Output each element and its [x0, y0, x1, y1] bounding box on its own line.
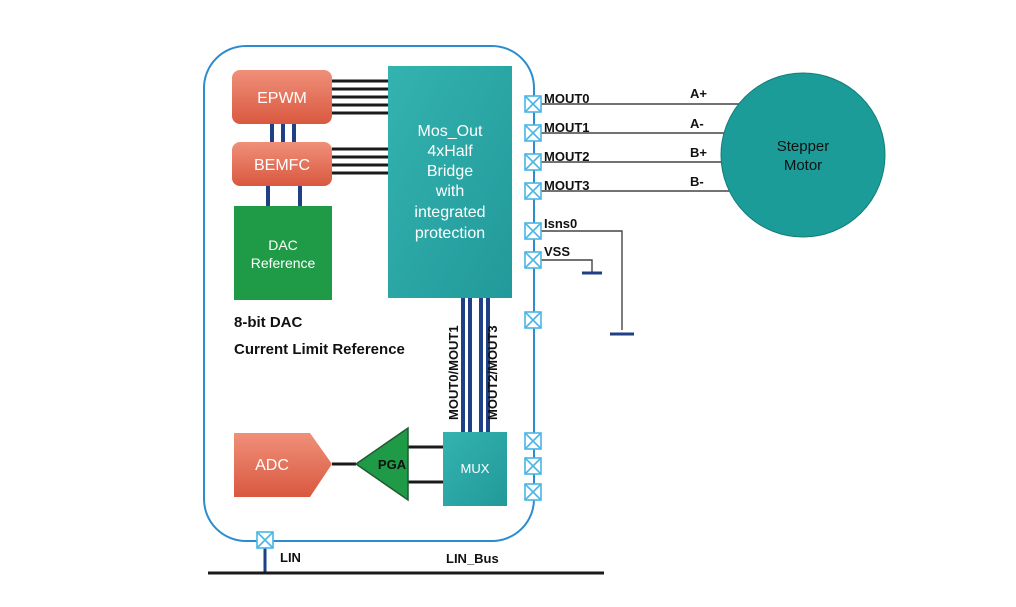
- pad-unused-2-icon: [524, 432, 542, 450]
- bemfc-label: BEMFC: [254, 157, 310, 174]
- lin-bus-label: LIN_Bus: [446, 551, 499, 566]
- pga-label: PGA: [378, 457, 407, 472]
- phase-label-b-minus: B-: [690, 174, 704, 189]
- pad-mout1-icon: [524, 124, 542, 142]
- bus-label-mout01: MOUT0/MOUT1: [446, 325, 461, 420]
- dac-caption-title: 8-bit DAC: [234, 314, 302, 331]
- mos-label-line4: with: [435, 183, 464, 200]
- mos-out-block: [388, 66, 512, 298]
- dac-reference-block: [234, 206, 332, 300]
- mux-block: [443, 432, 507, 506]
- bus-label-mout23: MOUT2/MOUT3: [485, 325, 500, 420]
- dac-caption-subtitle: Current Limit Reference: [234, 341, 405, 358]
- phase-label-b-plus: B+: [690, 145, 707, 160]
- pga-mux-wires: [408, 445, 443, 484]
- pin-label-mout1: MOUT1: [544, 120, 590, 135]
- phase-label-a-minus: A-: [690, 116, 704, 131]
- bemfc-block: [232, 142, 332, 186]
- mosout-to-mux-bus: [461, 298, 490, 432]
- motor-phase-wires: [540, 103, 748, 330]
- epwm-to-mosout-wires: [332, 79, 388, 115]
- pin-label-lin: LIN: [280, 550, 301, 565]
- pin-label-vss: VSS: [544, 244, 570, 259]
- pad-unused-3-icon: [524, 457, 542, 475]
- pad-mout2-icon: [524, 153, 542, 171]
- pin-label-mout2: MOUT2: [544, 149, 590, 164]
- epwm-bemfc-bus: [270, 124, 296, 142]
- mos-label-line6: protection: [415, 225, 485, 242]
- mos-label-line3: Bridge: [427, 163, 473, 180]
- mos-label-line2: 4xHalf: [427, 143, 473, 160]
- mux-label: MUX: [461, 461, 490, 476]
- pad-unused-4-icon: [524, 483, 542, 501]
- pad-vss-icon: [524, 251, 542, 269]
- pad-unused-1-icon: [524, 311, 542, 329]
- adc-block: [234, 433, 332, 497]
- pad-lin-icon: [256, 531, 274, 549]
- pad-mout3-icon: [524, 182, 542, 200]
- epwm-block: [232, 70, 332, 124]
- motor-label-line1: Stepper: [777, 138, 830, 155]
- bemfc-to-mosout-wires: [332, 147, 388, 175]
- pad-isns0-icon: [524, 222, 542, 240]
- dac-label-line2: Reference: [251, 255, 316, 271]
- pga-amplifier: [354, 426, 409, 502]
- stepper-motor: [720, 72, 886, 238]
- pad-mout0-icon: [524, 95, 542, 113]
- pin-label-isns0: Isns0: [544, 216, 577, 231]
- mos-label-line1: Mos_Out: [418, 123, 483, 140]
- motor-label-line2: Motor: [784, 157, 822, 174]
- mcu-outline: [203, 45, 535, 542]
- phase-label-a-plus: A+: [690, 86, 707, 101]
- bemfc-dac-bus: [266, 186, 302, 206]
- pin-label-mout0: MOUT0: [544, 91, 590, 106]
- mos-label-line5: integrated: [414, 204, 485, 221]
- dac-label-line1: DAC: [268, 237, 298, 253]
- adc-label: ADC: [255, 457, 289, 474]
- pin-label-mout3: MOUT3: [544, 178, 590, 193]
- epwm-label: EPWM: [257, 90, 307, 107]
